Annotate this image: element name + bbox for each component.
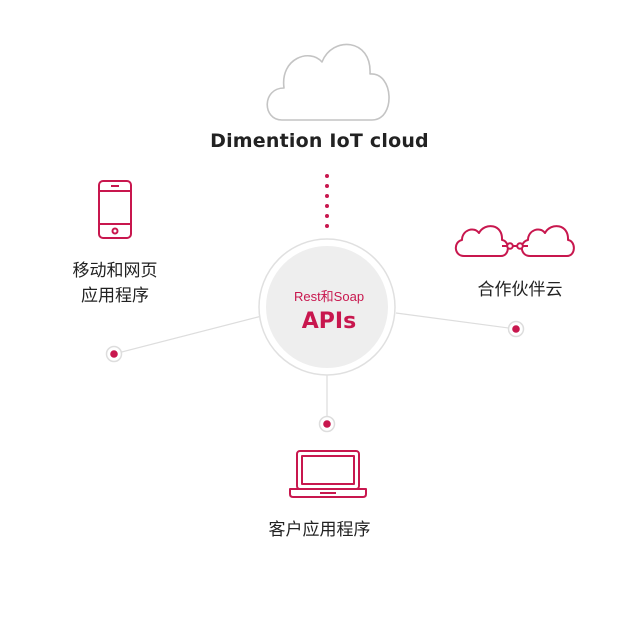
client-label: 客户应用程序 <box>268 520 371 540</box>
api-hub <box>258 238 396 376</box>
dotted-connector-cloud <box>325 174 329 228</box>
smartphone-icon <box>98 180 132 239</box>
hub-api-label: APIs <box>301 309 357 334</box>
endpoint-dot-mobile <box>105 345 123 363</box>
hub-protocol-label: Rest和Soap <box>293 289 365 304</box>
endpoint-dot-partner <box>507 320 525 338</box>
laptop-icon <box>289 450 367 498</box>
mobile-label-line2: 应用程序 <box>81 286 149 306</box>
mobile-label: 移动和网页 应用程序 <box>30 259 200 309</box>
connector-line-mobile <box>113 315 263 355</box>
cloud-label: Dimention IoT cloud <box>210 130 429 152</box>
connector-line-partner <box>395 312 517 330</box>
linked-clouds-icon <box>454 225 575 257</box>
partner-label: 合作伙伴云 <box>477 280 563 300</box>
cloud-icon <box>266 43 390 121</box>
mobile-label-line1: 移动和网页 <box>72 261 158 281</box>
endpoint-dot-client <box>318 415 336 433</box>
